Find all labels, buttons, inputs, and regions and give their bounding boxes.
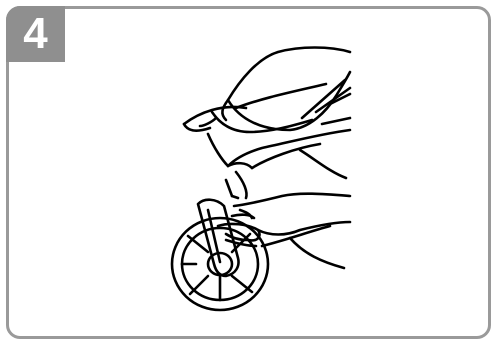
front-wheel-icon [172, 218, 268, 310]
stroller-frame-icon [228, 144, 346, 268]
stroller-seat-icon [222, 48, 350, 131]
stroller-tray-icon [184, 107, 350, 166]
